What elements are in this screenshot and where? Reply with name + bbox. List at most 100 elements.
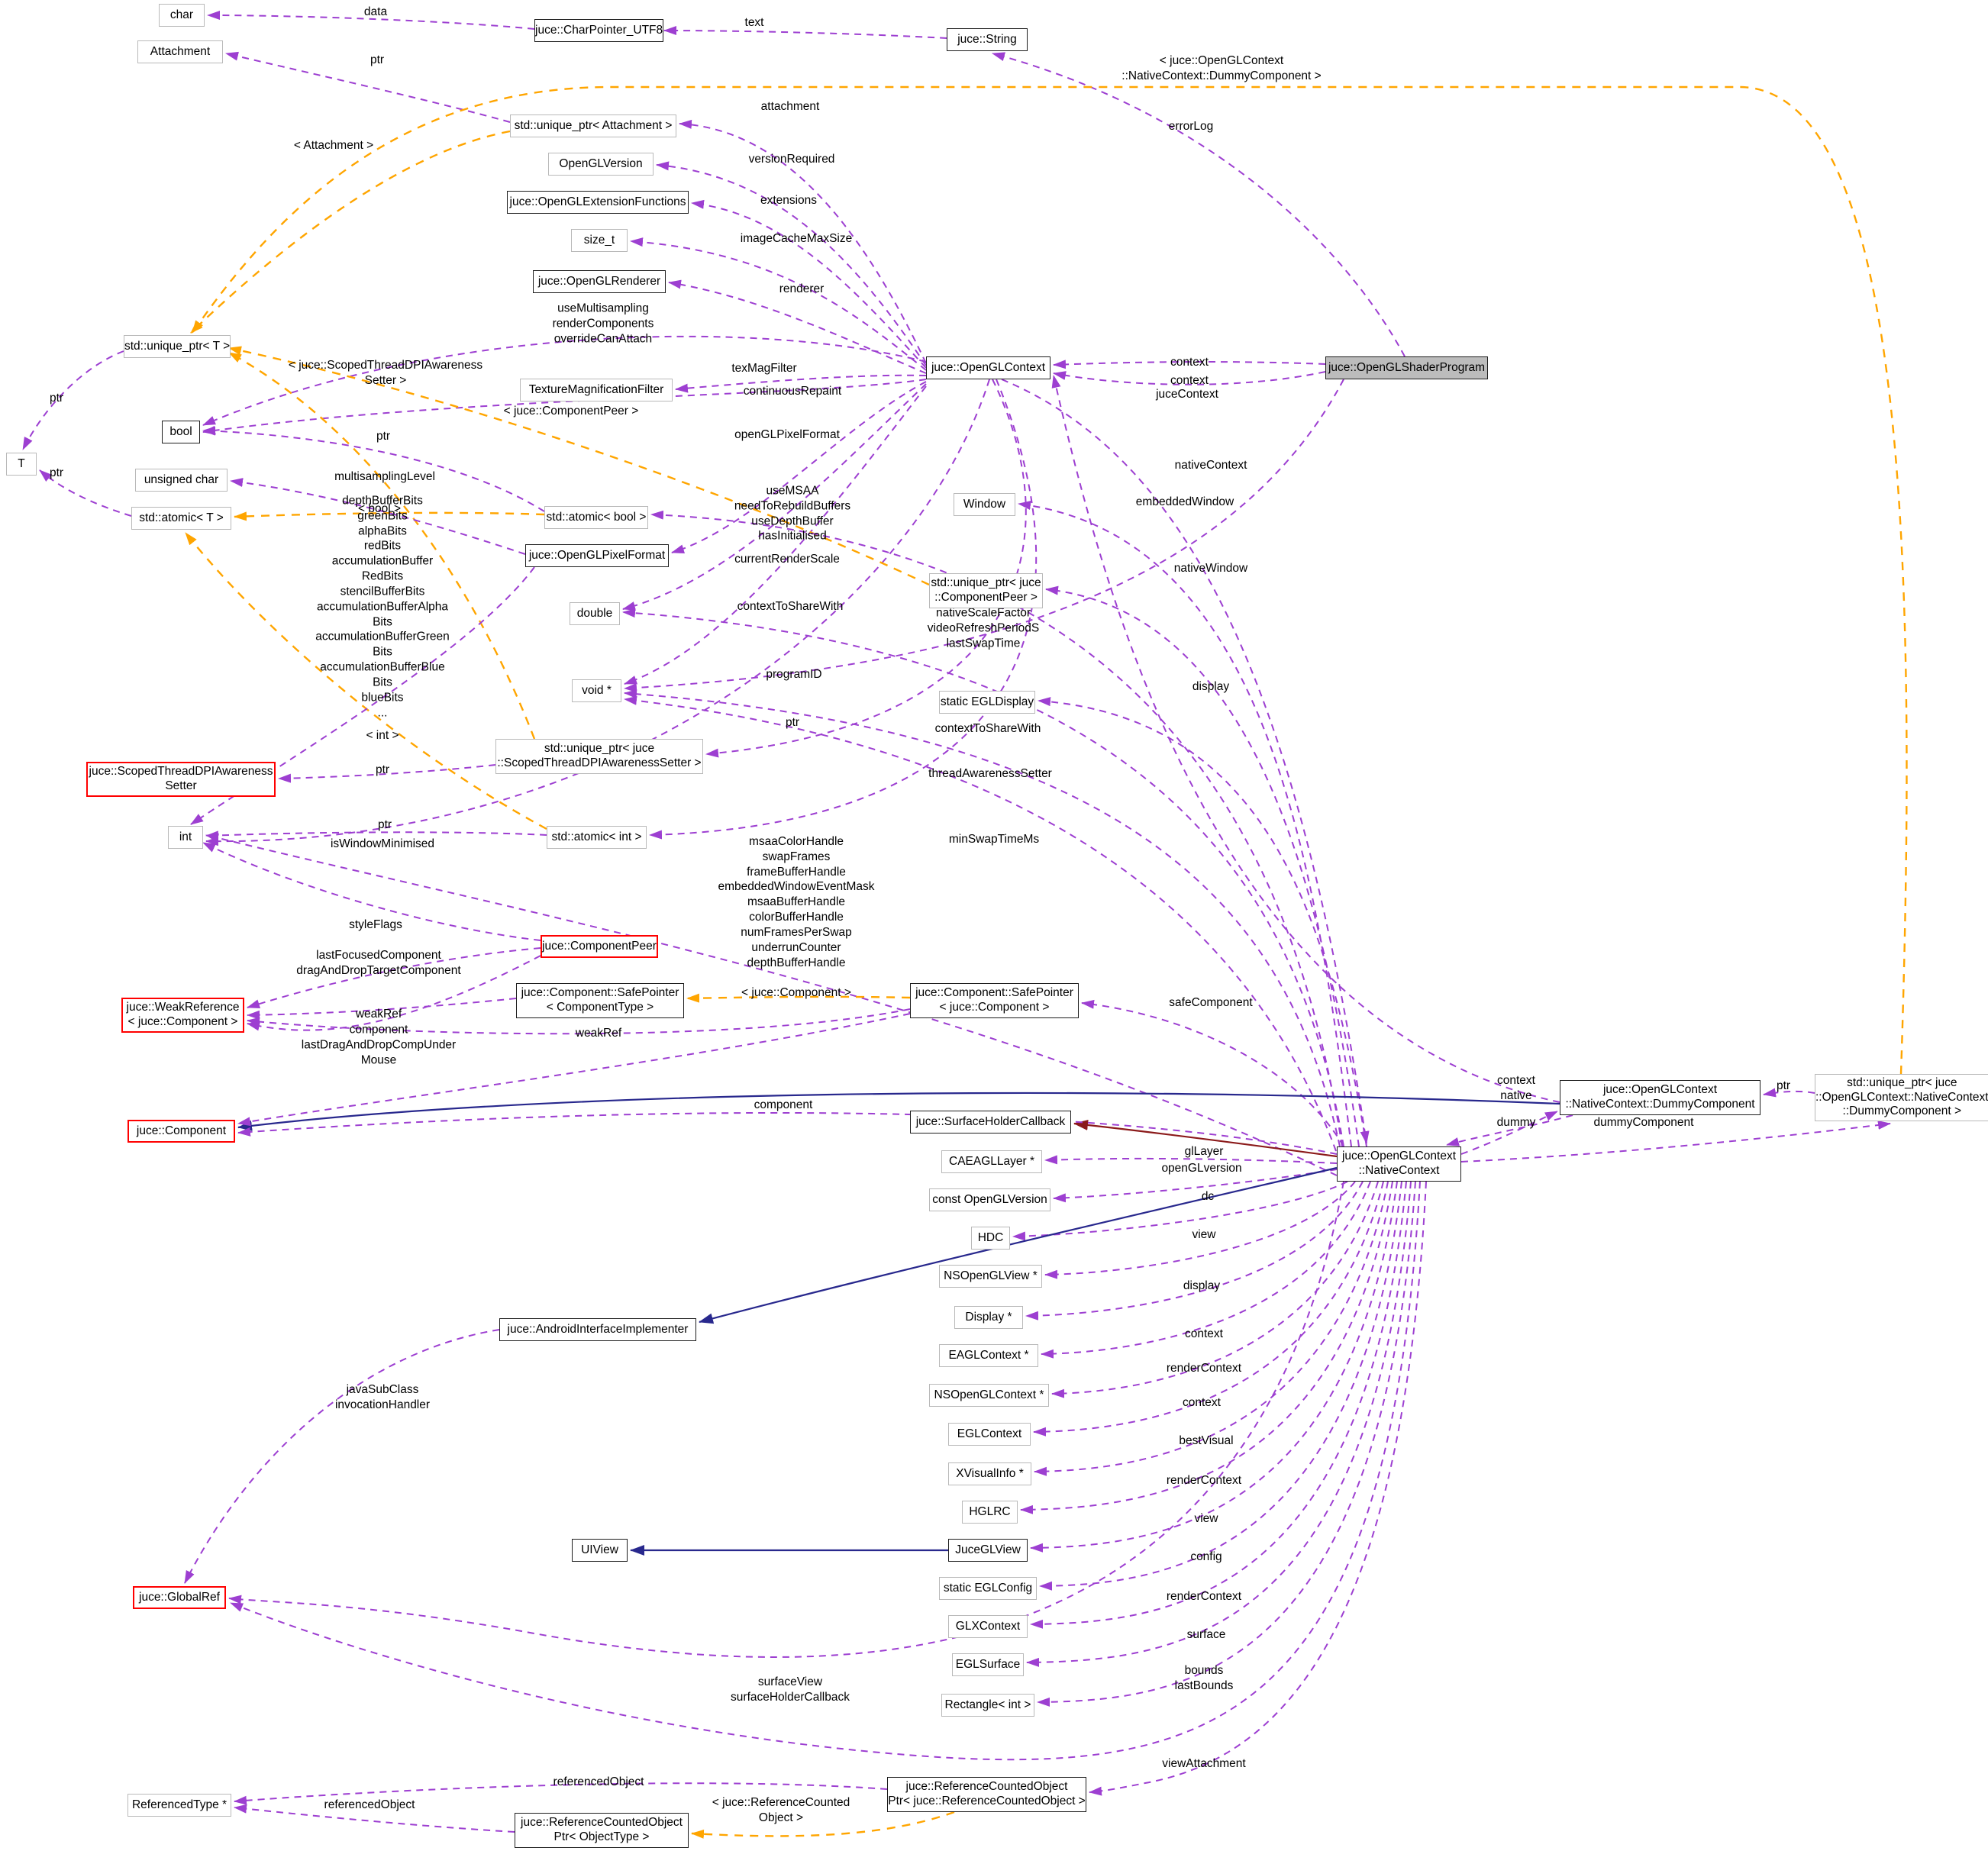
class-node-glrenderer[interactable]: juce::OpenGLRenderer xyxy=(533,270,666,293)
edge-native-to-caeagl xyxy=(1044,1155,1338,1165)
class-node-int[interactable]: int xyxy=(168,826,203,849)
class-node-char[interactable]: char xyxy=(159,4,205,27)
edge-glctx-to-glpixfmt xyxy=(671,381,927,553)
class-node-uiview[interactable]: UIView xyxy=(572,1539,628,1562)
edge-label-l_dummy: dummy xyxy=(1496,1116,1536,1130)
class-node-glctx[interactable]: juce::OpenGLContext xyxy=(926,356,1050,379)
class-node-refptr_obj[interactable]: juce::ReferenceCountedObject Ptr< Object… xyxy=(515,1813,689,1848)
class-node-sizet[interactable]: size_t xyxy=(571,229,628,252)
class-node-nsglctx[interactable]: NSOpenGLContext * xyxy=(929,1384,1049,1407)
class-node-xvis[interactable]: XVisualInfo * xyxy=(948,1462,1031,1485)
edge-label-l_nativectx: nativeContext xyxy=(1174,459,1247,472)
edge-native-to-displayp xyxy=(1025,1181,1364,1321)
class-node-extfn[interactable]: juce::OpenGLExtensionFunctions xyxy=(507,191,689,214)
class-node-uptr_dummy[interactable]: std::unique_ptr< juce ::OpenGLContext::N… xyxy=(1815,1074,1988,1121)
edge-label-l_weakref1: weakRef xyxy=(355,1008,402,1021)
class-node-atomic_t[interactable]: std::atomic< T > xyxy=(131,507,231,530)
class-node-constglv[interactable]: const OpenGLVersion xyxy=(929,1188,1050,1211)
class-node-glversion[interactable]: OpenGLVersion xyxy=(548,153,654,176)
class-node-egldisplay[interactable]: static EGLDisplay xyxy=(939,691,1035,714)
class-node-uptr_att[interactable]: std::unique_ptr< Attachment > xyxy=(510,114,676,137)
class-node-uchar[interactable]: unsigned char xyxy=(135,469,228,492)
edge-safeptr_c-to-component xyxy=(237,1013,911,1127)
class-node-displayp[interactable]: Display * xyxy=(954,1306,1023,1329)
edge-label-l_usemsaa: useMSAA needToRebuildBuffers useDepthBuf… xyxy=(734,484,851,543)
class-node-surfholder[interactable]: juce::SurfaceHolderCallback xyxy=(910,1111,1071,1133)
class-node-component[interactable]: juce::Component xyxy=(127,1120,235,1143)
class-node-weakref[interactable]: juce::WeakReference < juce::Component > xyxy=(121,998,244,1033)
class-node-caeagl[interactable]: CAEAGLLayer * xyxy=(941,1150,1042,1173)
edge-label-l_component2: component xyxy=(754,1098,813,1112)
class-node-T[interactable]: T xyxy=(6,453,37,476)
edge-label-l_ctxshare1: contextToShareWith xyxy=(737,600,844,614)
edge-dummy-to-component xyxy=(237,1092,1560,1131)
edge-dummy-to-glctx xyxy=(1051,375,1560,1103)
edge-native-to-atomic_bool xyxy=(650,510,1343,1147)
edge-label-l_data: data xyxy=(363,5,388,19)
class-node-reftype[interactable]: ReferencedType * xyxy=(127,1794,231,1817)
edge-label-l_contrepaint: continuousRepaint xyxy=(743,385,842,398)
class-node-bool[interactable]: bool xyxy=(162,421,200,443)
class-node-dpi_setter[interactable]: juce::ScopedThreadDPIAwareness Setter xyxy=(86,762,276,797)
class-node-safeptr_c[interactable]: juce::Component::SafePointer < juce::Com… xyxy=(910,983,1079,1018)
class-node-double[interactable]: double xyxy=(570,602,620,625)
class-node-nsview[interactable]: NSOpenGLView * xyxy=(939,1265,1042,1288)
edge-glctx-to-uptr_att xyxy=(679,119,927,364)
class-node-safeptr_ct[interactable]: juce::Component::SafePointer < Component… xyxy=(516,983,684,1018)
edge-label-l_openglversion: openGLversion xyxy=(1161,1162,1242,1175)
edge-native-to-eglconfig xyxy=(1039,1181,1402,1591)
class-node-atomic_bool[interactable]: std::atomic< bool > xyxy=(544,506,648,529)
class-node-uptr_dpi[interactable]: std::unique_ptr< juce ::ScopedThreadDPIA… xyxy=(495,739,703,774)
class-node-uptr_t[interactable]: std::unique_ptr< T > xyxy=(124,335,231,358)
class-node-window[interactable]: Window xyxy=(954,493,1015,516)
class-node-texmag[interactable]: TextureMagnificationFilter xyxy=(520,379,673,401)
edge-dummy-to-native xyxy=(1446,1114,1573,1146)
class-node-refptr_rco[interactable]: juce::ReferenceCountedObject Ptr< juce::… xyxy=(887,1777,1086,1812)
class-node-eglconfig[interactable]: static EGLConfig xyxy=(939,1577,1037,1600)
edge-label-l_usemulti: useMultisampling renderComponents overri… xyxy=(552,302,654,345)
class-node-rect[interactable]: Rectangle< int > xyxy=(941,1694,1034,1717)
edge-label-l_componentblock: component lastDragAndDropCompUnder Mouse xyxy=(301,1023,457,1066)
edge-label-l_weakref2: weakRef xyxy=(575,1027,622,1040)
edge-label-l_ptr_int: ptr xyxy=(377,818,392,832)
edge-label-l_ctxshare2: contextToShareWith xyxy=(934,722,1041,736)
class-node-eagl[interactable]: EAGLContext * xyxy=(939,1344,1038,1367)
class-node-android[interactable]: juce::AndroidInterfaceImplementer xyxy=(499,1318,696,1341)
class-node-globalref[interactable]: juce::GlobalRef xyxy=(133,1586,226,1609)
class-node-string[interactable]: juce::String xyxy=(947,28,1028,51)
class-node-hdc[interactable]: HDC xyxy=(971,1227,1010,1250)
edge-glctx-to-glversion xyxy=(656,161,927,366)
edge-label-l_openglpix: openGLPixelFormat xyxy=(734,428,840,442)
class-node-charptr[interactable]: juce::CharPointer_UTF8 xyxy=(534,19,664,42)
edge-native-to-nsglctx xyxy=(1051,1181,1379,1398)
edge-label-l_minswap: minSwapTimeMs xyxy=(948,833,1040,846)
edge-label-l_javasub: javaSubClass invocationHandler xyxy=(334,1383,431,1411)
class-node-voidp[interactable]: void * xyxy=(572,679,621,702)
edge-glctx-to-bool xyxy=(202,335,927,426)
class-node-comppeer[interactable]: juce::ComponentPeer xyxy=(541,935,658,958)
edge-label-l_nativescale: nativeScaleFactor videoRefreshPeriodS la… xyxy=(927,606,1040,650)
class-node-attachment[interactable]: Attachment xyxy=(137,40,223,63)
edge-label-l_safecomponent: safeComponent xyxy=(1169,996,1253,1010)
class-node-glpixfmt[interactable]: juce::OpenGLPixelFormat xyxy=(525,544,669,567)
edge-label-l_ptr_att: ptr xyxy=(370,53,385,67)
class-node-uptr_peer[interactable]: std::unique_ptr< juce ::ComponentPeer > xyxy=(929,573,1043,608)
edge-native-to-uptr_dummy xyxy=(1460,1121,1891,1163)
class-node-eglsurf[interactable]: EGLSurface xyxy=(952,1653,1024,1676)
edge-label-l_imgcache: imageCacheMaxSize xyxy=(740,232,853,246)
class-node-hglrc[interactable]: HGLRC xyxy=(962,1501,1018,1524)
class-node-juceglview[interactable]: JuceGLView xyxy=(948,1539,1028,1562)
edge-label-l_config: config xyxy=(1190,1550,1222,1564)
edge-label-l_view2: view xyxy=(1194,1512,1218,1526)
class-node-native[interactable]: juce::OpenGLContext ::NativeContext xyxy=(1337,1146,1461,1182)
edge-label-l_rendctx3: renderContext xyxy=(1166,1590,1242,1604)
class-node-atomic_int[interactable]: std::atomic< int > xyxy=(547,826,647,849)
edge-label-l_currenderscale: currentRenderScale xyxy=(734,553,840,566)
edge-refptr_rco-to-refptr_obj xyxy=(691,1811,955,1839)
class-node-shader[interactable]: juce::OpenGLShaderProgram xyxy=(1325,356,1488,379)
edge-label-l_tpl_dummy: < juce::OpenGLContext ::NativeContext::D… xyxy=(1121,54,1322,82)
class-node-glxctx[interactable]: GLXContext xyxy=(948,1615,1028,1638)
class-node-dummy[interactable]: juce::OpenGLContext ::NativeContext::Dum… xyxy=(1560,1080,1760,1115)
class-node-eglctx[interactable]: EGLContext xyxy=(948,1423,1031,1446)
edge-glctx-to-glrenderer xyxy=(668,279,927,374)
